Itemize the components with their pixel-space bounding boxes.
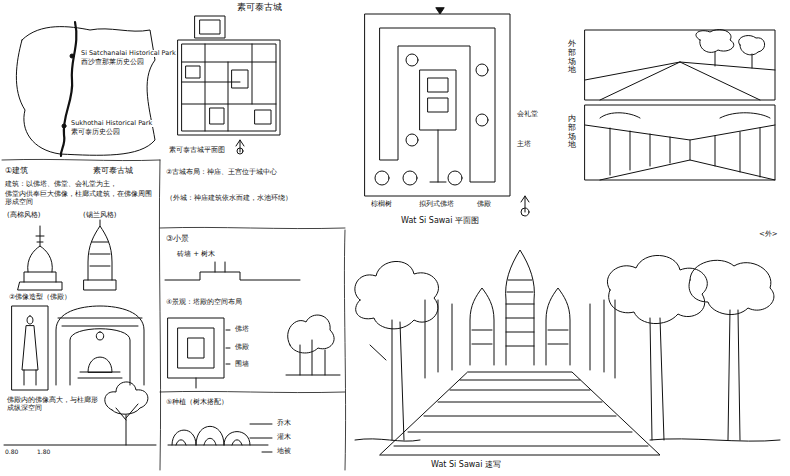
sketch-label: ⑤种植（树木搭配） (165, 398, 229, 406)
sketch-label: 西沙查那莱历史公园 (80, 59, 145, 66)
sketch-label: Si Satchanalai Historical Park (80, 50, 177, 57)
sketch-label: Wat Si Sawai 速写 (430, 460, 502, 469)
sketch-label: 拟列式佛塔 (418, 200, 455, 208)
sketch-label: 内部场地 (567, 115, 577, 150)
city-plan (178, 16, 280, 154)
sketch-label: 佛堂内供奉巨大佛像，柱廊式建筑，在佛像周围形成空间 (4, 190, 156, 206)
buddha-sketch (12, 306, 144, 390)
sketch-label: 围墙 (234, 360, 250, 368)
tree-sketch (4, 382, 156, 445)
stupa-sketch (18, 220, 116, 290)
sketch-label: ①建筑 (4, 166, 29, 175)
section-divider (2, 159, 346, 470)
sketch-label: 外部场地 (567, 40, 577, 75)
sketch-label: ②佛像造型（佛殿） (8, 293, 72, 301)
planting-sketch (168, 424, 272, 452)
sketch-label: 素可泰古城 (92, 166, 134, 175)
sketch-label: ③小景 (165, 234, 190, 243)
perspective-sketch (585, 30, 775, 180)
sketch-label: (锡兰风格) (82, 211, 117, 219)
sketch-label: 会礼堂 (516, 110, 539, 118)
sketch-label: 0.80 (4, 449, 19, 456)
sketch-label: 1.80 (36, 449, 51, 456)
sketch-label: （外城：神庙建筑依水而建，水池环绕） (165, 194, 345, 202)
main-sketch (355, 250, 780, 455)
sketch-label: ④景观：塔殿的空间布局 (165, 298, 243, 306)
sketch-label: 砖墙 + 树木 (176, 250, 216, 258)
sketch-label: 佛殿 (476, 200, 492, 208)
sketch-label: 乔木 (276, 419, 292, 427)
temple-plan (168, 315, 340, 388)
sketch-label: 建筑：以佛塔、佛堂、会礼堂为主， (4, 180, 156, 188)
sketch-label: 素可泰古城 (236, 2, 283, 12)
sketch-label: 素可泰历史公园 (70, 129, 121, 136)
sketch-label: 素可泰古城平面图 (168, 146, 226, 154)
sketch-label: 地被 (276, 447, 292, 455)
sketch-label: ②古城布局：神庙、王宫位于城中心 (165, 168, 345, 176)
sketch-label: Wat Si Sawai 平面图 (400, 216, 480, 225)
sketch-label: Sukhothai Historical Park (70, 120, 153, 127)
sketch-label: 佛殿 (234, 343, 250, 351)
sketch-label: 佛塔 (234, 325, 250, 333)
region-map (16, 22, 155, 156)
sketch-label: 棕榈树 (370, 200, 393, 208)
section-sketch (165, 262, 300, 280)
sketch-label: <外> (758, 230, 779, 238)
sketch-label: 灌木 (276, 433, 292, 441)
wat-plan (365, 8, 529, 216)
sketch-label: 佛殿内的佛像高大，与柱廊形成纵深空间 (6, 396, 100, 412)
sketch-label: (高棉风格) (6, 211, 41, 219)
sketch-label: 主塔 (516, 140, 532, 148)
